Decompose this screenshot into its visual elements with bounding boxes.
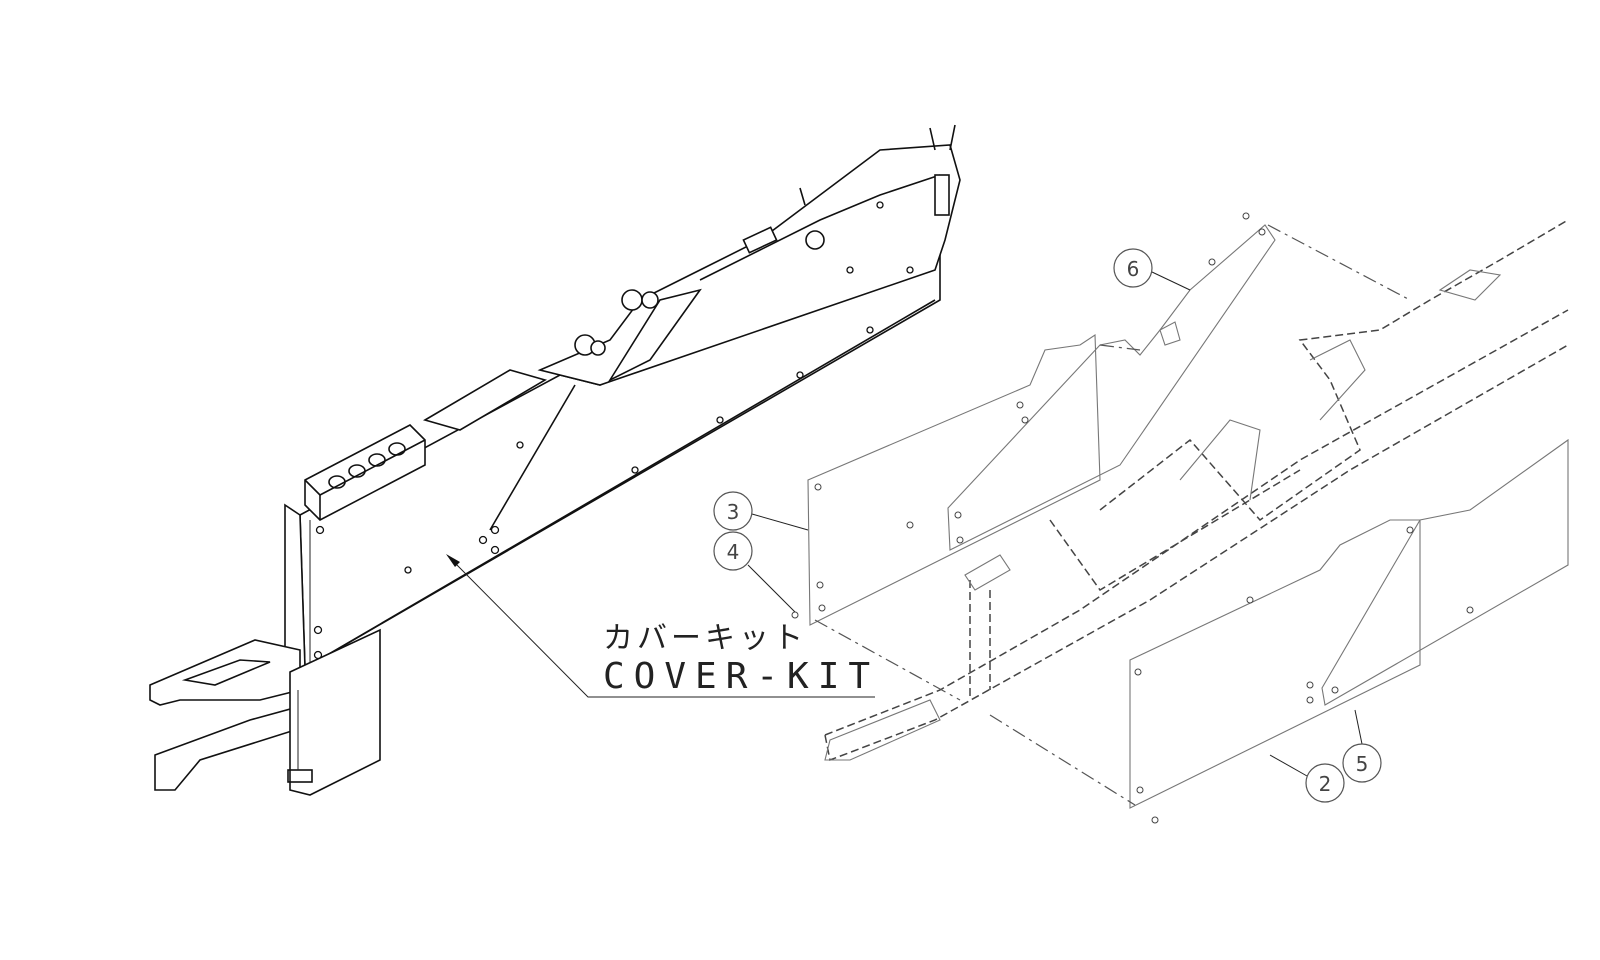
panel-5 [1321,438,1569,706]
callout-5: 5 [1342,709,1382,783]
front-handle [149,639,301,706]
cover-kit-label-en: COVER-KIT [603,656,879,697]
callout-6: 6 [1113,248,1191,291]
callout-4: 4 [713,531,796,613]
panel-2 [1129,519,1421,809]
lever [154,703,307,791]
svg-text:5: 5 [1356,752,1369,776]
callout-2: 2 [1269,754,1345,803]
svg-text:3: 3 [727,500,740,524]
svg-text:2: 2 [1319,772,1332,796]
assembled-feeder [149,124,961,796]
cover-kit-leader [446,554,875,698]
svg-text:4: 4 [727,540,740,564]
exploded-view [791,212,1569,824]
svg-text:6: 6 [1127,257,1140,281]
panel-3 [807,333,1101,626]
cover-kit-label-jp: カバーキット [603,621,807,656]
callout-3: 3 [713,491,809,531]
